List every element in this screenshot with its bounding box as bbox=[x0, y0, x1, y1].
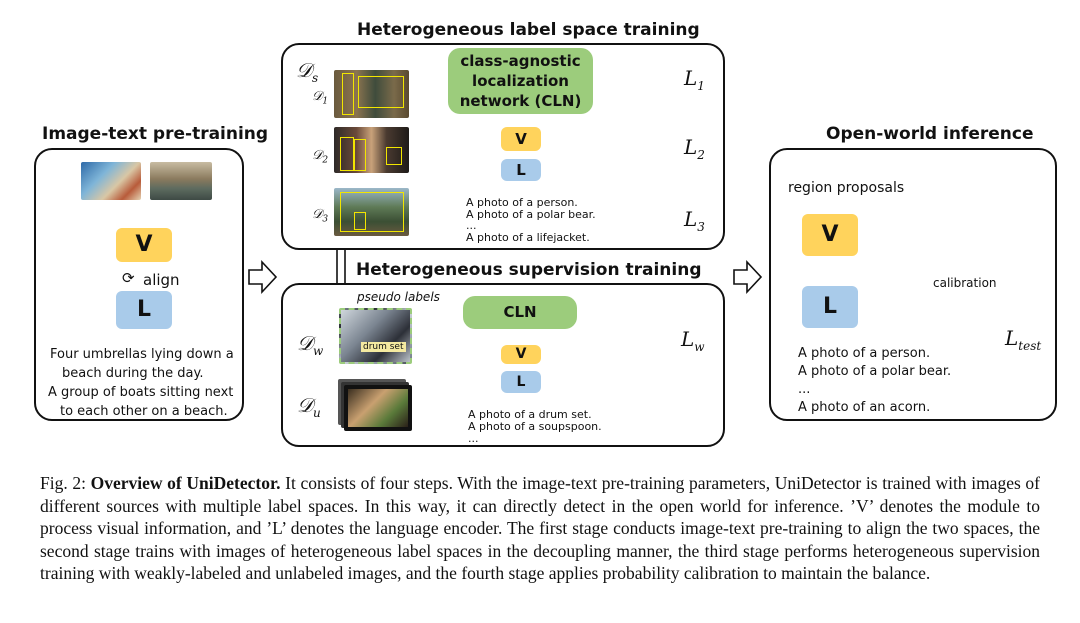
hetero-sup-title: Heterogeneous supervision training bbox=[356, 260, 702, 280]
du-image bbox=[348, 389, 408, 427]
openworld-prompt-2: A photo of a polar bear. bbox=[798, 364, 952, 379]
pretrain-l-box: L bbox=[116, 291, 172, 329]
pretrain-caption-1: Four umbrellas lying down a bbox=[50, 347, 234, 362]
hetero-sup-v-box: V bbox=[501, 345, 541, 364]
L2-label: L2 bbox=[684, 135, 705, 162]
hetero-label-prompt-4: A photo of a lifejacket. bbox=[466, 231, 590, 244]
pretrain-title: Image-text pre-training bbox=[42, 124, 269, 144]
calibration-label: calibration bbox=[933, 276, 997, 290]
region-proposals-label: region proposals bbox=[788, 180, 905, 196]
hetero-sup-prompt-1: A photo of a drum set. bbox=[468, 408, 592, 421]
hetero-label-prompt-3: ... bbox=[466, 219, 477, 232]
caption-body: It consists of four steps. With the imag… bbox=[40, 473, 1040, 583]
refresh-icon: ⟳ bbox=[122, 269, 135, 287]
hetero-sup-prompt-2: A photo of a soupspoon. bbox=[468, 420, 602, 433]
drum-set-tag: drum set bbox=[361, 342, 406, 352]
stage-right-arrow-1 bbox=[248, 259, 278, 295]
openworld-l-box: L bbox=[802, 286, 858, 328]
openworld-title: Open-world inference bbox=[826, 124, 1034, 144]
d1-box-b bbox=[358, 76, 404, 108]
pretrain-caption-3: A group of boats sitting next bbox=[48, 385, 234, 400]
align-label: align bbox=[143, 271, 180, 289]
d3-box-b bbox=[354, 212, 366, 230]
d2-box-b bbox=[354, 139, 366, 171]
pretrain-v-box: V bbox=[116, 228, 172, 262]
openworld-prompt-1: A photo of a person. bbox=[798, 346, 931, 361]
pretrain-caption-2: beach during the day. bbox=[62, 366, 204, 381]
hetero-label-prompt-2: A photo of a polar bear. bbox=[466, 208, 596, 221]
figure-caption: Fig. 2: Overview of UniDetector. It cons… bbox=[40, 472, 1040, 585]
ds-label: 𝒟s bbox=[296, 58, 319, 85]
openworld-prompt-4: A photo of an acorn. bbox=[798, 400, 931, 415]
stage-right-arrow-2 bbox=[733, 259, 763, 295]
du-label: 𝒟u bbox=[297, 393, 321, 420]
cln-line-2: localization bbox=[472, 72, 569, 90]
hetero-label-v-box: V bbox=[501, 127, 541, 151]
pseudo-labels-label: pseudo labels bbox=[357, 290, 440, 304]
L1-label: L1 bbox=[684, 66, 705, 93]
cln-line-3: network (CLN) bbox=[459, 92, 582, 110]
openworld-v-box: V bbox=[802, 214, 858, 256]
hetero-label-prompt-1: A photo of a person. bbox=[466, 196, 578, 209]
hetero-label-title: Heterogeneous label space training bbox=[357, 20, 700, 40]
cln-box-2: CLN bbox=[463, 296, 577, 329]
openworld-prompt-3: ... bbox=[798, 382, 811, 397]
caption-bold: Overview of UniDetector. bbox=[90, 473, 281, 493]
cln-line-1: class-agnostic bbox=[460, 52, 581, 70]
d2-box-c bbox=[386, 147, 402, 165]
d3-label: 𝒟3 bbox=[312, 207, 329, 225]
hetero-sup-l-box: L bbox=[501, 371, 541, 393]
caption-prefix: Fig. 2: bbox=[40, 473, 91, 493]
hetero-label-l-box: L bbox=[501, 159, 541, 181]
d2-label: 𝒟2 bbox=[312, 148, 329, 166]
d1-box-a bbox=[342, 73, 354, 115]
d3-box-a bbox=[340, 192, 404, 232]
du-image-stack bbox=[344, 385, 412, 431]
d2-image bbox=[334, 127, 409, 173]
umbrella-image bbox=[81, 162, 141, 200]
dw-image: drum set bbox=[339, 308, 412, 364]
d3-image bbox=[334, 188, 409, 236]
hetero-sup-prompt-3: ... bbox=[468, 432, 479, 445]
Lw-label: Lw bbox=[681, 327, 705, 354]
d2-box-a bbox=[340, 137, 354, 171]
openworld-panel bbox=[769, 148, 1057, 421]
d1-label: 𝒟1 bbox=[312, 89, 329, 107]
cln-box: class-agnostic localization network (CLN… bbox=[448, 48, 593, 114]
dw-label: 𝒟w bbox=[297, 331, 324, 358]
d1-image bbox=[334, 70, 409, 118]
L3-label: L3 bbox=[684, 207, 705, 234]
boats-image bbox=[150, 162, 212, 200]
pretrain-caption-4: to each other on a beach. bbox=[60, 404, 228, 419]
Ltest-label: Ltest bbox=[1005, 326, 1042, 353]
